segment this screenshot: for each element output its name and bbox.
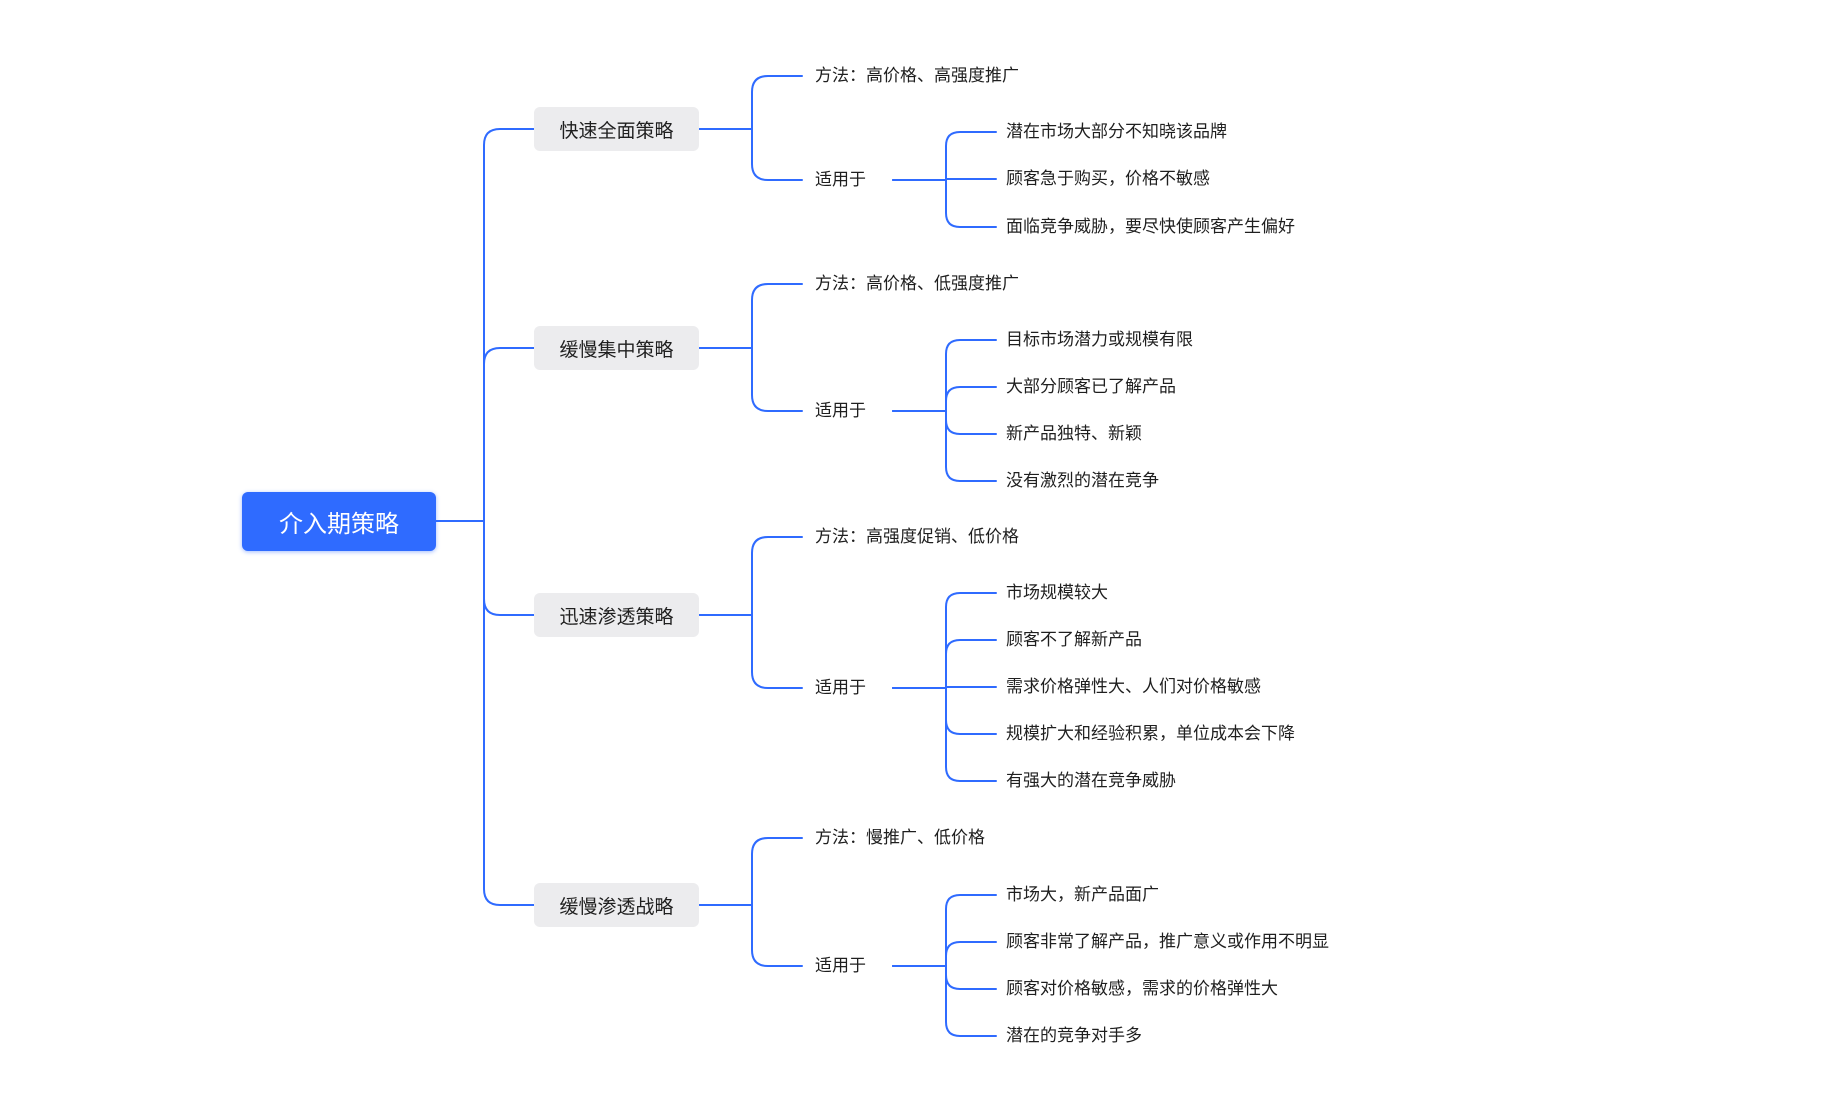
branch-node-1[interactable]: 快速全面策略 [534,107,699,151]
condition-connector-1-3 [892,179,997,228]
condition-connector-4-3 [892,965,997,990]
method-node-3[interactable]: 方法：高强度促销、低价格 [815,527,1019,547]
condition-node-4-4[interactable]: 潜在的竞争对手多 [1006,1026,1142,1046]
condition-connector-2-1 [892,339,997,412]
applies-connector-2 [698,347,803,412]
method-node-1[interactable]: 方法：高价格、高强度推广 [815,66,1019,86]
condition-connector-1-1 [892,131,997,181]
branch-node-3[interactable]: 迅速渗透策略 [534,593,699,637]
branch-node-4[interactable]: 缓慢渗透战略 [534,883,699,927]
condition-node-2-1[interactable]: 目标市场潜力或规模有限 [1006,330,1193,350]
method-connector-4 [698,837,803,906]
condition-connector-3-2 [892,639,997,689]
condition-node-2-4[interactable]: 没有激烈的潜在竞争 [1006,471,1159,491]
condition-node-3-5[interactable]: 有强大的潜在竞争威胁 [1006,771,1176,791]
method-connector-3 [698,536,803,616]
applies-node-2[interactable]: 适用于 [815,401,866,421]
condition-connector-3-4 [892,687,997,735]
condition-node-3-4[interactable]: 规模扩大和经验积累，单位成本会下降 [1006,724,1295,744]
applies-node-3[interactable]: 适用于 [815,678,866,698]
root-connector-1 [435,128,535,522]
condition-connector-4-2 [892,941,997,967]
root-connector-4 [435,520,535,906]
condition-connector-2-2 [892,386,997,412]
method-connector-1 [698,75,803,130]
condition-node-4-1[interactable]: 市场大，新产品面广 [1006,885,1159,905]
condition-connector-3-5 [892,687,997,782]
applies-connector-1 [698,128,803,181]
root-node[interactable]: 介入期策略 [242,492,436,551]
condition-connector-2-4 [892,410,997,482]
condition-node-3-3[interactable]: 需求价格弹性大、人们对价格敏感 [1006,677,1261,697]
condition-connector-2-3 [892,410,997,435]
condition-connector-4-4 [892,965,997,1037]
condition-node-2-2[interactable]: 大部分顾客已了解产品 [1006,377,1176,397]
condition-connector-3-1 [892,592,997,689]
method-node-2[interactable]: 方法：高价格、低强度推广 [815,274,1019,294]
applies-node-4[interactable]: 适用于 [815,956,866,976]
applies-connector-3 [698,614,803,689]
condition-node-1-2[interactable]: 顾客急于购买，价格不敏感 [1006,169,1210,189]
condition-node-4-2[interactable]: 顾客非常了解产品，推广意义或作用不明显 [1006,932,1329,952]
condition-node-3-2[interactable]: 顾客不了解新产品 [1006,630,1142,650]
condition-node-3-1[interactable]: 市场规模较大 [1006,583,1108,603]
applies-connector-4 [698,904,803,967]
condition-node-2-3[interactable]: 新产品独特、新颖 [1006,424,1142,444]
root-connector-2 [435,347,535,522]
applies-node-1[interactable]: 适用于 [815,170,866,190]
condition-node-1-3[interactable]: 面临竞争威胁，要尽快使顾客产生偏好 [1006,217,1295,237]
branch-node-2[interactable]: 缓慢集中策略 [534,326,699,370]
method-node-4[interactable]: 方法：慢推广、低价格 [815,828,985,848]
method-connector-2 [698,283,803,349]
condition-connector-4-1 [892,894,997,967]
condition-node-1-1[interactable]: 潜在市场大部分不知晓该品牌 [1006,122,1227,142]
condition-node-4-3[interactable]: 顾客对价格敏感，需求的价格弹性大 [1006,979,1278,999]
